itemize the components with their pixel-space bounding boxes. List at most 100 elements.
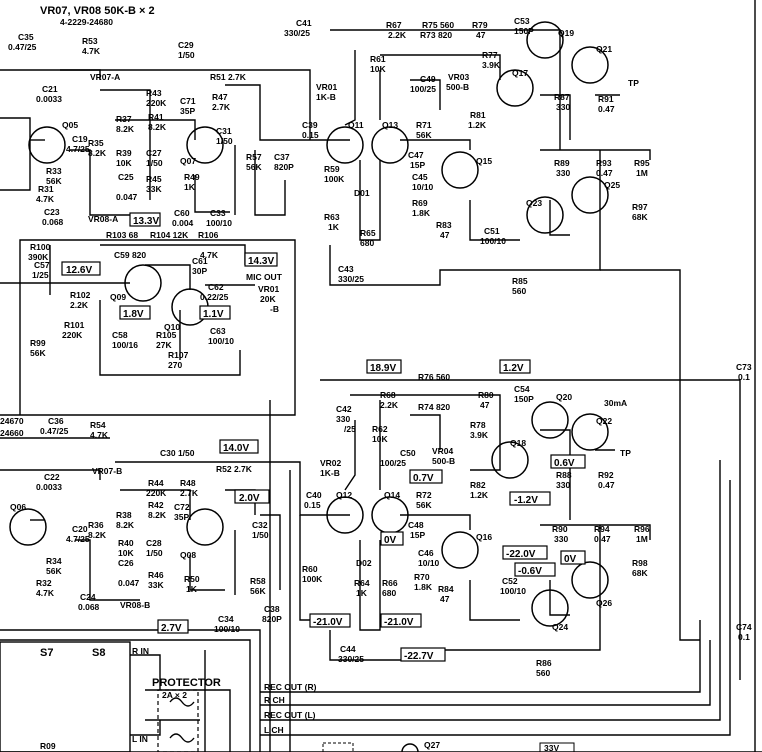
label-c58: C58 xyxy=(112,330,128,340)
label-c24: C24 xyxy=(80,592,96,602)
label-r64: R64 xyxy=(354,578,370,588)
voltage-neg22.7: -22.7V xyxy=(404,651,434,662)
label-r71: R71 xyxy=(416,120,432,130)
transistor-q20: Q20 xyxy=(556,392,572,402)
label-c29: C29 xyxy=(178,40,194,50)
label-r33v: 56K xyxy=(46,176,62,186)
label-c44: C44 xyxy=(340,644,356,654)
transistor-q13: Q13 xyxy=(382,120,398,130)
label-r-in: R IN xyxy=(132,646,149,656)
label-r96: R96 xyxy=(634,524,650,534)
label-r45: R45 xyxy=(146,174,162,184)
label-r93v: 0.47 xyxy=(596,168,613,178)
label-r54v: 4.7K xyxy=(90,430,109,440)
label-r48: R48 xyxy=(180,478,196,488)
label-r77v: 3.9K xyxy=(482,60,501,70)
label-c49v: 100/25 xyxy=(410,84,436,94)
label-c21v: 0.0033 xyxy=(36,94,62,104)
label-c34v: 100/10 xyxy=(214,624,240,634)
part-number: 4-2229-24680 xyxy=(60,17,113,27)
label-c41v: 330/25 xyxy=(284,28,310,38)
label-r57v: 56K xyxy=(246,162,262,172)
transistor-q25: Q25 xyxy=(604,180,620,190)
label-r31v: 4.7K xyxy=(36,194,55,204)
label-c25v: 0.047 xyxy=(116,192,138,202)
label-c43: C43 xyxy=(338,264,354,274)
voltage-neg0.6: -0.6V xyxy=(518,566,542,577)
label-c42w: /25 xyxy=(344,424,356,434)
voltage-12.6: 12.6V xyxy=(66,265,92,276)
label-l-in: L IN xyxy=(132,734,148,744)
label-r46: R46 xyxy=(148,570,164,580)
label-r70v: 1.8K xyxy=(414,582,433,592)
label-r49: R49 xyxy=(184,172,200,182)
label-r105: R105 xyxy=(156,330,177,340)
label-r61v: 10K xyxy=(370,64,386,74)
label-r42: R42 xyxy=(148,500,164,510)
label-c33v: 100/10 xyxy=(206,218,232,228)
label-r107: R107 xyxy=(168,350,189,360)
label-tp2: TP xyxy=(620,448,631,458)
label-r60v: 100K xyxy=(302,574,323,584)
label-l-ch: L CH xyxy=(264,725,284,735)
label-r67: R67 xyxy=(386,20,402,30)
label-r37: R37 xyxy=(116,114,132,124)
transistor-q16: Q16 xyxy=(476,532,492,542)
label-vr07b: VR07-B xyxy=(92,466,122,476)
label-vr01: VR01 xyxy=(316,82,338,92)
label-c74: C74 xyxy=(736,622,752,632)
voltage-18.9: 18.9V xyxy=(370,363,396,374)
label-r87v: 330 xyxy=(556,102,570,112)
label-c36: C36 xyxy=(48,416,64,426)
label-d02: D02 xyxy=(356,558,372,568)
label-c52v: 100/10 xyxy=(500,586,526,596)
transistor-q12: Q12 xyxy=(336,490,352,500)
label-r89: R89 xyxy=(554,158,570,168)
label-r41: R41 xyxy=(148,112,164,122)
label-r34: R34 xyxy=(46,556,62,566)
label-r36: R36 xyxy=(88,520,104,530)
label-r59: R59 xyxy=(324,164,340,174)
label-r81v: 1.2K xyxy=(468,120,487,130)
label-c50: C50 xyxy=(400,448,416,458)
label-vr02v: 1K-B xyxy=(320,468,340,478)
label-c41: C41 xyxy=(296,18,312,28)
label-r71v: 56K xyxy=(416,130,432,140)
label-c59: C59 820 xyxy=(114,250,146,260)
label-vr01v: 1K-B xyxy=(316,92,336,102)
label-r36v: 8.2K xyxy=(88,530,107,540)
label-vr07a: VR07-A xyxy=(90,72,120,82)
voltage-2.7: 2.7V xyxy=(161,623,182,634)
label-r35v: 8.2K xyxy=(88,148,107,158)
transistor-q17: Q17 xyxy=(512,68,528,78)
label-r83: R83 xyxy=(436,220,452,230)
transistor-labels: Q05 Q07 Q09 Q10 Q11 Q13 Q15 Q17 Q19 Q21 … xyxy=(10,28,620,750)
label-c39v: 0.15 xyxy=(302,130,319,140)
label-c42: C42 xyxy=(336,404,352,414)
label-c60: C60 xyxy=(174,208,190,218)
label-r52: R52 2.7K xyxy=(216,464,253,474)
label-c63: C63 xyxy=(210,326,226,336)
label-c45v: 10/10 xyxy=(412,182,434,192)
label-d01: D01 xyxy=(354,188,370,198)
label-r54: R54 xyxy=(90,420,106,430)
label-r86: R86 xyxy=(536,658,552,668)
label-r97v: 68K xyxy=(632,212,648,222)
label-c54: C54 xyxy=(514,384,530,394)
label-r68v: 2.2K xyxy=(380,400,399,410)
label-r37v: 8.2K xyxy=(116,124,135,134)
voltage-13.3: 13.3V xyxy=(133,216,159,227)
label-c22: C22 xyxy=(44,472,60,482)
label-r87: R87 xyxy=(554,92,570,102)
label-r82: R82 xyxy=(470,480,486,490)
label-r43: R43 xyxy=(146,88,162,98)
label-r66: R66 xyxy=(382,578,398,588)
label-r82v: 1.2K xyxy=(470,490,489,500)
label-r106: R106 xyxy=(198,230,219,240)
label-24660: 24660 xyxy=(0,428,24,438)
label-r105v: 27K xyxy=(156,340,172,350)
label-r95: R95 xyxy=(634,158,650,168)
label-r92v: 0.47 xyxy=(598,480,615,490)
label-vr02: VR02 xyxy=(320,458,342,468)
